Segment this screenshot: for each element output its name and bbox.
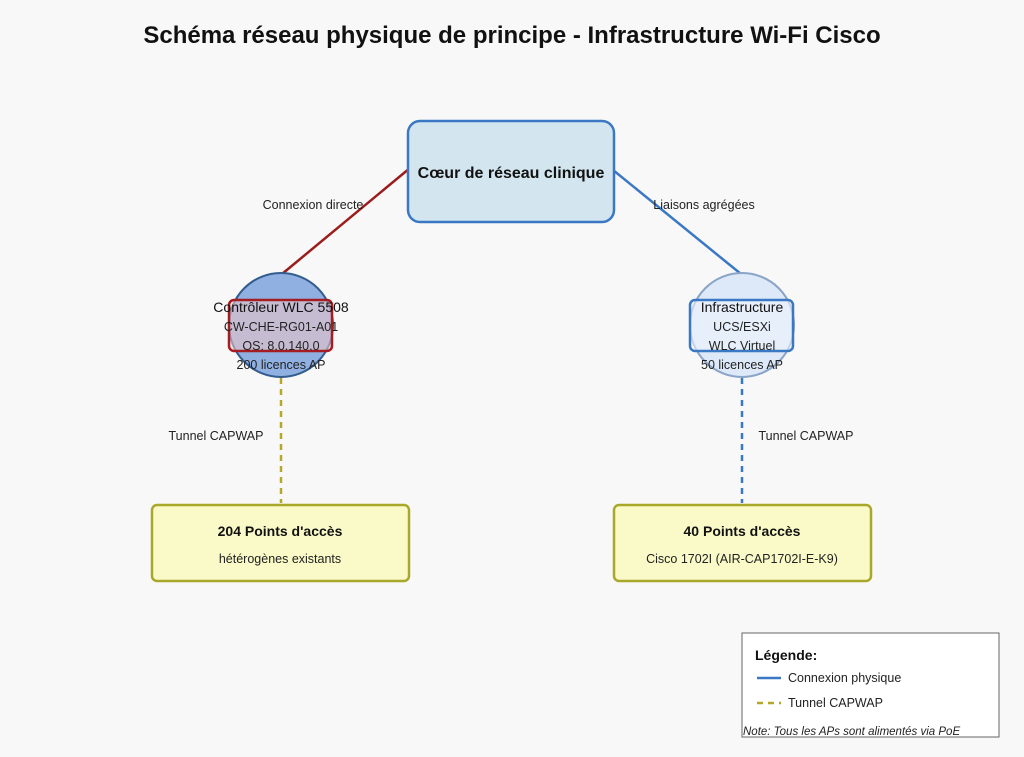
- controller-hostname: CW-CHE-RG01-A01: [224, 320, 338, 334]
- controller-title: Contrôleur WLC 5508: [213, 299, 349, 315]
- ap-left-subtitle: hétérogènes existants: [219, 552, 341, 566]
- infrastructure-platform: UCS/ESXi: [713, 320, 771, 334]
- ap-group-right[interactable]: 40 Points d'accès Cisco 1702I (AIR-CAP17…: [612, 503, 873, 583]
- ap-right-subtitle: Cisco 1702I (AIR-CAP1702I-E-K9): [646, 552, 838, 566]
- left-tunnel-label: Tunnel CAPWAP: [169, 429, 264, 443]
- controller-os: OS: 8.0.140.0: [242, 339, 319, 353]
- ap-group-left[interactable]: 204 Points d'accès hétérogènes existants: [150, 503, 411, 583]
- aggregated-link-label: Liaisons agrégées: [653, 198, 754, 212]
- controller-licenses: 200 licences AP: [237, 358, 326, 372]
- page-title: Schéma réseau physique de principe - Inf…: [143, 22, 880, 49]
- infrastructure-licenses: 50 licences AP: [701, 358, 783, 372]
- direct-link-line: [281, 167, 411, 275]
- infrastructure-wlc: WLC Virtuel: [709, 339, 775, 353]
- ap-right-box: [612, 503, 873, 583]
- aggregated-link-line: [612, 169, 742, 275]
- core-network-node[interactable]: Cœur de réseau clinique: [406, 119, 616, 224]
- right-tunnel-label: Tunnel CAPWAP: [759, 429, 854, 443]
- legend-note: Note: Tous les APs sont alimentés via Po…: [743, 726, 960, 738]
- legend-title: Légende:: [755, 647, 817, 663]
- virtual-wlc-infrastructure[interactable]: Infrastructure UCS/ESXi WLC Virtuel 50 l…: [688, 272, 795, 378]
- legend: Légende: Connexion physique Tunnel CAPWA…: [741, 632, 1000, 738]
- controller-box: [227, 298, 334, 353]
- infrastructure-title: Infrastructure: [701, 299, 784, 315]
- legend-tunnel-label: Tunnel CAPWAP: [788, 696, 883, 710]
- legend-box: [741, 632, 1000, 738]
- direct-link-label: Connexion directe: [263, 198, 364, 212]
- controller-wlc-5508[interactable]: Contrôleur WLC 5508 CW-CHE-RG01-A01 OS: …: [213, 272, 349, 378]
- core-node-label: Cœur de réseau clinique: [418, 165, 605, 182]
- core-node-box: [406, 119, 616, 224]
- ap-right-title: 40 Points d'accès: [684, 523, 801, 539]
- ap-left-box: [150, 503, 411, 583]
- legend-physical-label: Connexion physique: [788, 671, 901, 685]
- ap-left-title: 204 Points d'accès: [218, 523, 343, 539]
- infrastructure-box: [688, 298, 795, 353]
